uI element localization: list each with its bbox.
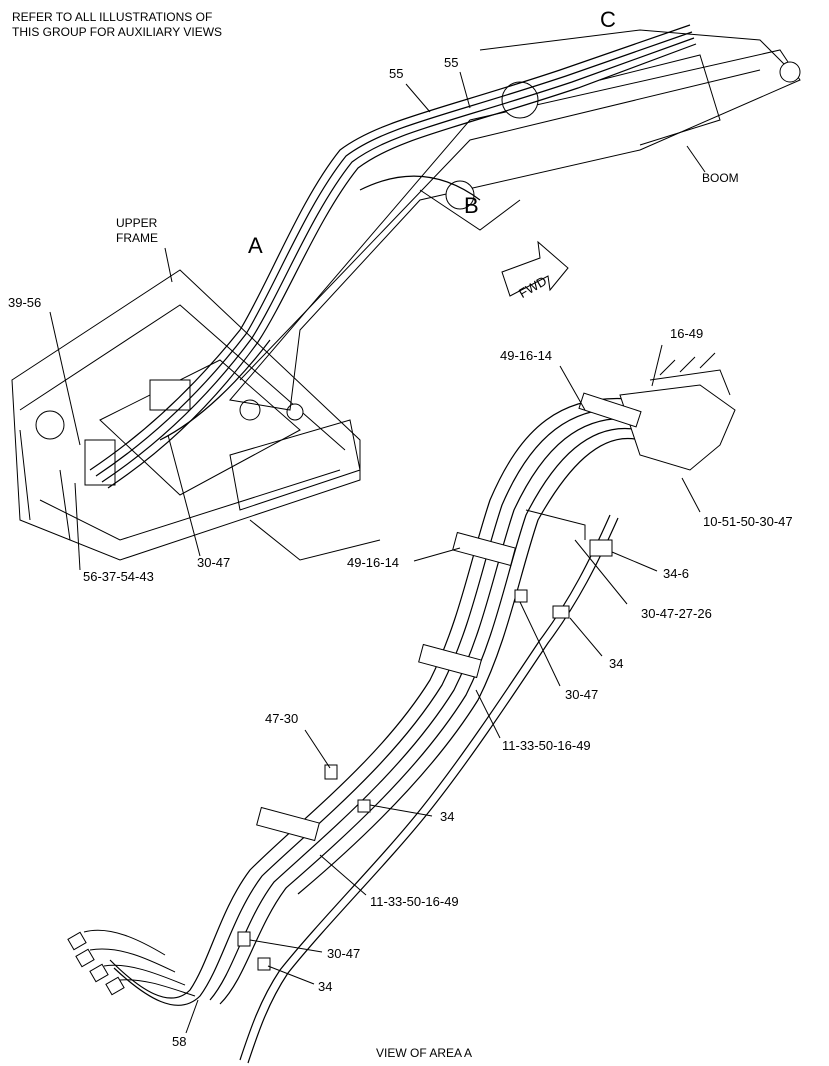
boom-drawing (229, 29, 801, 411)
detail-hose-bundle (109, 398, 641, 1064)
detail-view-area-a: 16-49 49-16-14 10-51-50-30-47 49-16-14 3… (67, 326, 793, 1064)
callout-55-b: 55 (444, 55, 458, 70)
callout-11-33-50-16-49-lower-leader (319, 854, 367, 896)
area-letter-a: A (248, 233, 263, 258)
upper-frame-leader (164, 247, 173, 283)
callout-16-49-leader (651, 344, 663, 387)
callout-58: 58 (172, 1034, 186, 1049)
boom-label: BOOM (702, 171, 739, 185)
callout-34-c: 34 (318, 979, 332, 994)
callout-58-leader (185, 999, 199, 1034)
callout-10-51-50-30-47: 10-51-50-30-47 (703, 514, 793, 529)
callout-30-47-b-leader (249, 939, 323, 953)
header-note-line-1: REFER TO ALL ILLUSTRATIONS OF (12, 10, 212, 24)
hose-end-fittings (67, 929, 196, 997)
callout-49-16-14-top: 49-16-14 (500, 348, 552, 363)
callout-10-51-50-30-47-leader (681, 477, 701, 513)
callout-34-b: 34 (440, 809, 454, 824)
mounting-bracket-top (578, 352, 736, 471)
callout-30-47-a: 30-47 (565, 687, 598, 702)
callout-55-leaders (405, 71, 471, 113)
area-letter-c: C (600, 7, 616, 32)
fwd-arrow: FWD (501, 240, 569, 301)
callout-34-a: 34 (609, 656, 623, 671)
callout-30-47-b: 30-47 (327, 946, 360, 961)
callout-34-a-leader (569, 617, 603, 657)
upper-frame-label-line-1: UPPER (116, 216, 158, 230)
callout-30-47-a-leader (519, 601, 561, 687)
callout-34-c-leader (267, 965, 315, 985)
callout-34-6-leader (611, 551, 658, 572)
boom-leader (686, 145, 706, 173)
callout-56-37-54-43: 56-37-54-43 (83, 569, 154, 584)
callout-11-33-50-16-49-upper-leader (475, 689, 501, 739)
callout-56-37-54-43-leader (74, 482, 81, 571)
callout-30-47-main-leader (167, 434, 201, 557)
callout-11-33-50-16-49-lower: 11-33-50-16-49 (370, 894, 459, 909)
callout-30-47-27-26: 30-47-27-26 (641, 606, 712, 621)
header-note-line-2: THIS GROUP FOR AUXILIARY VIEWS (12, 25, 222, 39)
callout-34-6: 34-6 (663, 566, 689, 581)
callout-16-49: 16-49 (670, 326, 703, 341)
callout-11-33-50-16-49-upper: 11-33-50-16-49 (502, 738, 591, 753)
callout-39-56-leader (49, 311, 81, 446)
upper-frame-label-line-2: FRAME (116, 231, 158, 245)
callout-49-16-14-top-leader (559, 365, 586, 411)
callout-30-47-main: 30-47 (197, 555, 230, 570)
callout-49-16-14-mid: 49-16-14 (347, 555, 399, 570)
callout-30-47-27-26-leader (574, 539, 628, 605)
view-caption: VIEW OF AREA A (376, 1046, 472, 1060)
callout-47-30-leader (304, 729, 331, 769)
callout-39-56: 39-56 (8, 295, 41, 310)
callout-55-a: 55 (389, 66, 403, 81)
callout-49-16-14-mid-leader (413, 547, 461, 562)
callout-47-30: 47-30 (265, 711, 298, 726)
callout-34-b-leader (369, 804, 433, 817)
main-machine-illustration: FWD A B C BOOM UPPER FRAME 55 55 39-56 5… (8, 7, 801, 584)
area-letter-b: B (464, 193, 479, 218)
boom-hose-bundle (89, 24, 697, 489)
hose-clamps (237, 509, 613, 971)
